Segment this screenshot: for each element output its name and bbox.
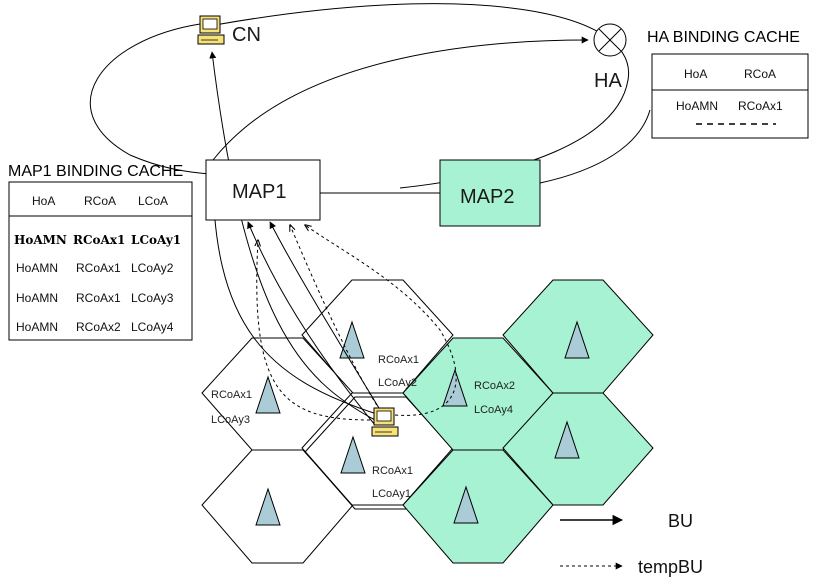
cell-y2-rcoa-label: RCoAx1 xyxy=(378,354,419,366)
ha-cache-header-hoa: HoA xyxy=(684,67,707,81)
map2-box xyxy=(439,159,541,227)
map1-cache-title: MAP1 BINDING CACHE xyxy=(8,163,183,180)
legend-bu-label: BU xyxy=(668,511,693,531)
map1-cache-cell: HoAMN xyxy=(16,261,58,275)
legend: BU tempBU xyxy=(560,511,703,577)
cn-computer-icon xyxy=(197,15,225,45)
hex-cell-map2-d xyxy=(402,449,554,564)
tempbu-arrow-y3 xyxy=(257,240,371,421)
map1-cache-header-hoa: HoA xyxy=(32,194,55,208)
map1-cache-cell: LCoAy3 xyxy=(131,291,174,305)
map1-cache-cell: LCoAy4 xyxy=(131,320,174,334)
bu-arrow-to-map1 xyxy=(247,221,376,426)
ha-cache-cell-hoa: HoAMN xyxy=(676,99,718,113)
map1-cache-cell: RCoAx1 xyxy=(76,291,121,305)
map2-label: MAP2 xyxy=(460,186,514,208)
cn-label: CN xyxy=(232,24,261,46)
cell-y3-rcoa-label: RCoAx1 xyxy=(211,389,252,401)
map1-cache-cell: HoAMN xyxy=(14,233,67,247)
map1-cache-cell: HoAMN xyxy=(16,320,58,334)
ha-cache-cell-rcoa: RCoAx1 xyxy=(738,99,783,113)
cell-y4-lcoa-label: LCoAy4 xyxy=(474,404,513,416)
backbone-link-left xyxy=(89,23,211,175)
cell-y3-lcoa-label: LCoAy3 xyxy=(211,414,250,426)
ha-cache-header-rcoa: RCoA xyxy=(744,67,776,81)
ha-binding-cache: HoA RCoA HoAMN RCoAx1 xyxy=(651,53,809,139)
map1-cache-cell: RCoAx2 xyxy=(76,320,121,334)
map2-ha-link xyxy=(539,109,651,184)
map1-cache-cell: RCoAx1 xyxy=(73,233,125,247)
cell-y4-rcoa-label: RCoAx2 xyxy=(474,380,515,392)
tempbu-arrow-y4 xyxy=(305,225,457,416)
map1-box xyxy=(205,159,321,221)
map1-cache-cell: HoAMN xyxy=(16,291,58,305)
cell-y2-lcoa-label: LCoAy2 xyxy=(378,377,417,389)
tempbu-arrows xyxy=(257,225,457,421)
legend-tempbu-label: tempBU xyxy=(638,557,703,577)
bu-arrow-to-map1-b xyxy=(269,221,386,419)
map1-cache-header-rcoa: RCoA xyxy=(84,194,116,208)
ha-cache-title: HA BINDING CACHE xyxy=(647,29,800,46)
map1-binding-cache: HoA RCoA LCoA HoAMN RCoAx1 LCoAy1 HoAMN … xyxy=(8,181,193,341)
tempbu-arrow-y2 xyxy=(290,225,381,411)
map1-cache-cell: LCoAy1 xyxy=(131,233,181,247)
bu-arrow-to-cn xyxy=(209,51,376,421)
map1-cache-header-lcoa: LCoA xyxy=(138,194,168,208)
map1-cache-cell: RCoAx1 xyxy=(76,261,121,275)
cell-y1-rcoa-label: RCoAx1 xyxy=(372,465,413,477)
ha-router-icon xyxy=(593,23,627,57)
map1-label: MAP1 xyxy=(232,181,286,203)
map1-cache-cell: LCoAy2 xyxy=(131,261,174,275)
cell-y1-lcoa-label: LCoAy1 xyxy=(372,488,411,500)
ha-label: HA xyxy=(594,70,622,92)
mobile-node-icon xyxy=(371,407,399,437)
